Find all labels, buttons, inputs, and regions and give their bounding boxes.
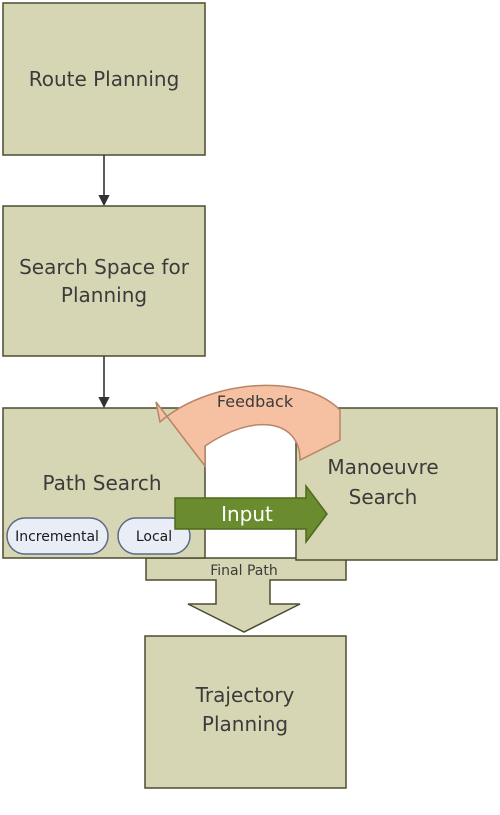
search-space-box	[2, 205, 206, 357]
local-tag	[117, 517, 191, 555]
search-space-label-line2: Planning	[61, 283, 147, 307]
path-search-label: Path Search	[42, 471, 161, 495]
manoeuvre-search-label-line1: Manoeuvre	[327, 455, 438, 479]
route-planning-box	[2, 2, 206, 156]
feedback-label: Feedback	[217, 392, 294, 411]
final-path-arrow	[145, 557, 347, 633]
feedback-arrow	[155, 384, 341, 469]
incremental-tag-label: Incremental	[15, 529, 99, 545]
input-label: Input	[221, 502, 273, 526]
trajectory-planning-label-line1: Trajectory	[195, 683, 295, 707]
input-arrow	[174, 483, 328, 545]
local-tag-label: Local	[136, 529, 172, 545]
route-planning-label: Route Planning	[29, 67, 180, 91]
incremental-tag	[6, 517, 109, 555]
final-path-label: Final Path	[210, 563, 277, 579]
trajectory-planning-label-line2: Planning	[202, 712, 288, 736]
manoeuvre-search-label-line2: Search	[349, 485, 418, 509]
search-space-label-line1: Search Space for	[19, 255, 190, 279]
trajectory-planning-box	[144, 635, 347, 789]
